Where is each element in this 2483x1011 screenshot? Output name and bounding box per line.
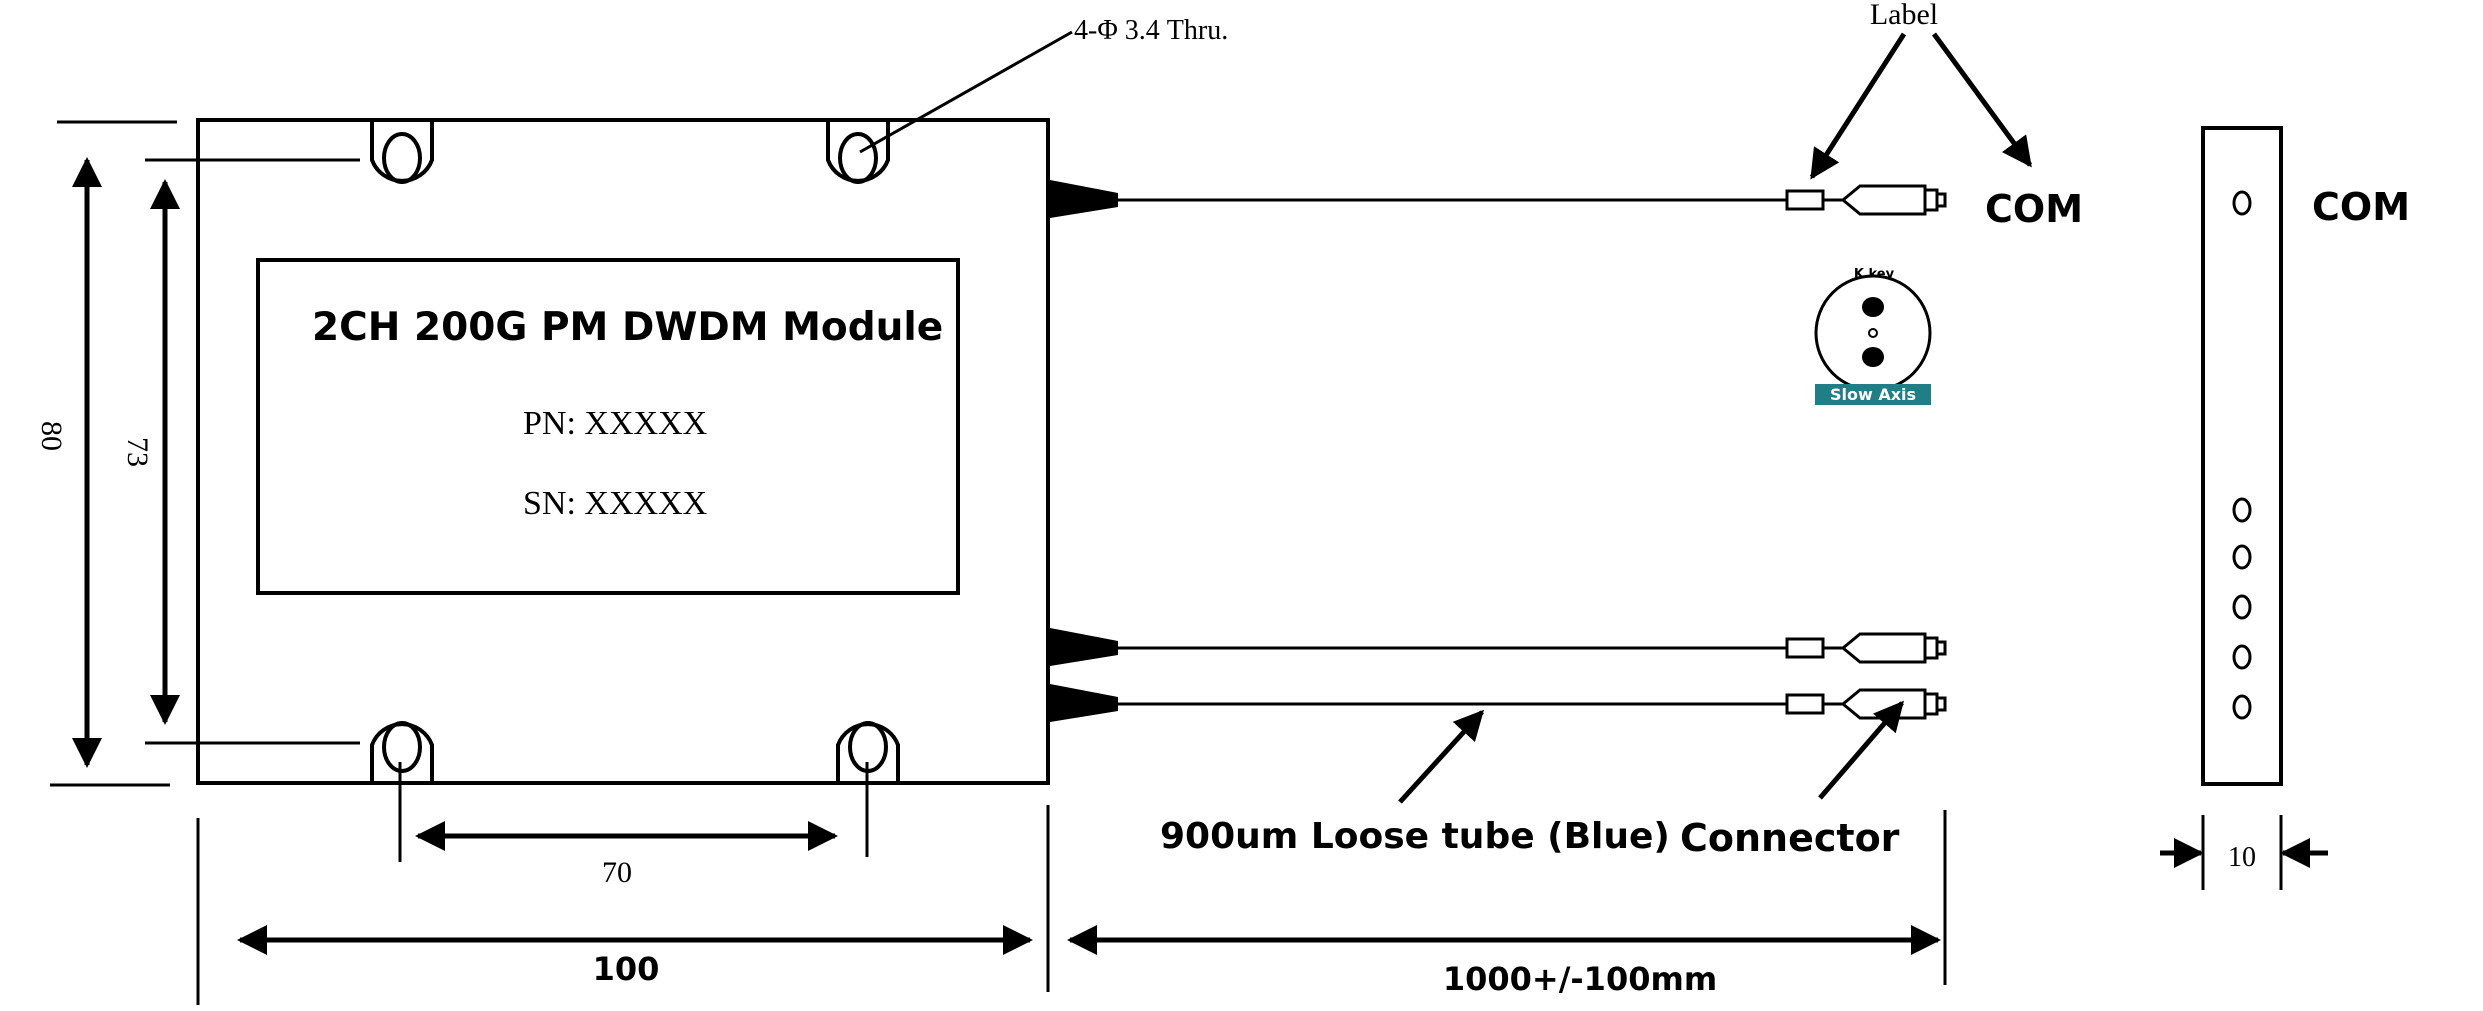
fiber-boot-com [1050,180,1118,218]
com-cable-label: COM [1985,187,2083,231]
mounting-hole-top-left [370,120,434,184]
dim-side-thickness: 10 [2228,842,2256,873]
slow-axis-text: Slow Axis [1830,385,1916,404]
side-port-2 [2232,544,2252,570]
hole-spec-leader [859,30,1073,154]
hole-spec-text: 4-Φ 3.4 Thru. [1074,15,1228,46]
side-port-4 [2232,644,2252,670]
side-port-com [2232,190,2252,216]
loose-tube-label: 900um Loose tube (Blue) [1160,816,1670,857]
dim-width-body: 100 [593,950,660,988]
connector-com [1785,184,1947,216]
module-label-panel [256,258,960,595]
com-side-label: COM [2312,185,2410,229]
connector-label: Connector [1680,816,1900,860]
fiber-boot-ch2 [1050,684,1118,722]
connector-end-face: K key [1814,267,1932,392]
serial-number: SN: XXXXX [523,485,707,522]
mounting-hole-top-right [826,120,890,184]
dim-width-holes: 70 [602,856,632,889]
label-arrow-to-sleeve [1809,32,1907,180]
label-arrow-to-connector [1931,32,2033,168]
connector-ch2 [1785,688,1947,720]
connector-arrow [1818,700,1904,800]
side-port-1 [2232,497,2252,523]
slow-axis-badge [1815,384,1931,405]
side-port-3 [2232,594,2252,620]
part-number: PN: XXXXX [523,405,707,442]
module-body [196,118,1050,785]
loose-tube-arrow [1398,709,1485,804]
side-port-5 [2232,694,2252,720]
mounting-hole-bottom-left [370,721,434,783]
dim-height-holes: 73 [121,437,154,467]
side-view-body [2201,126,2283,786]
dim-cable-length: 1000+/-100mm [1443,960,1717,998]
fiber-boot-ch1 [1050,628,1118,666]
label-callout-text: Label [1870,0,1938,31]
module-title: 2CH 200G PM DWDM Module [312,305,943,350]
dim-height-outer: 80 [35,421,68,451]
connector-ch1 [1785,632,1947,664]
